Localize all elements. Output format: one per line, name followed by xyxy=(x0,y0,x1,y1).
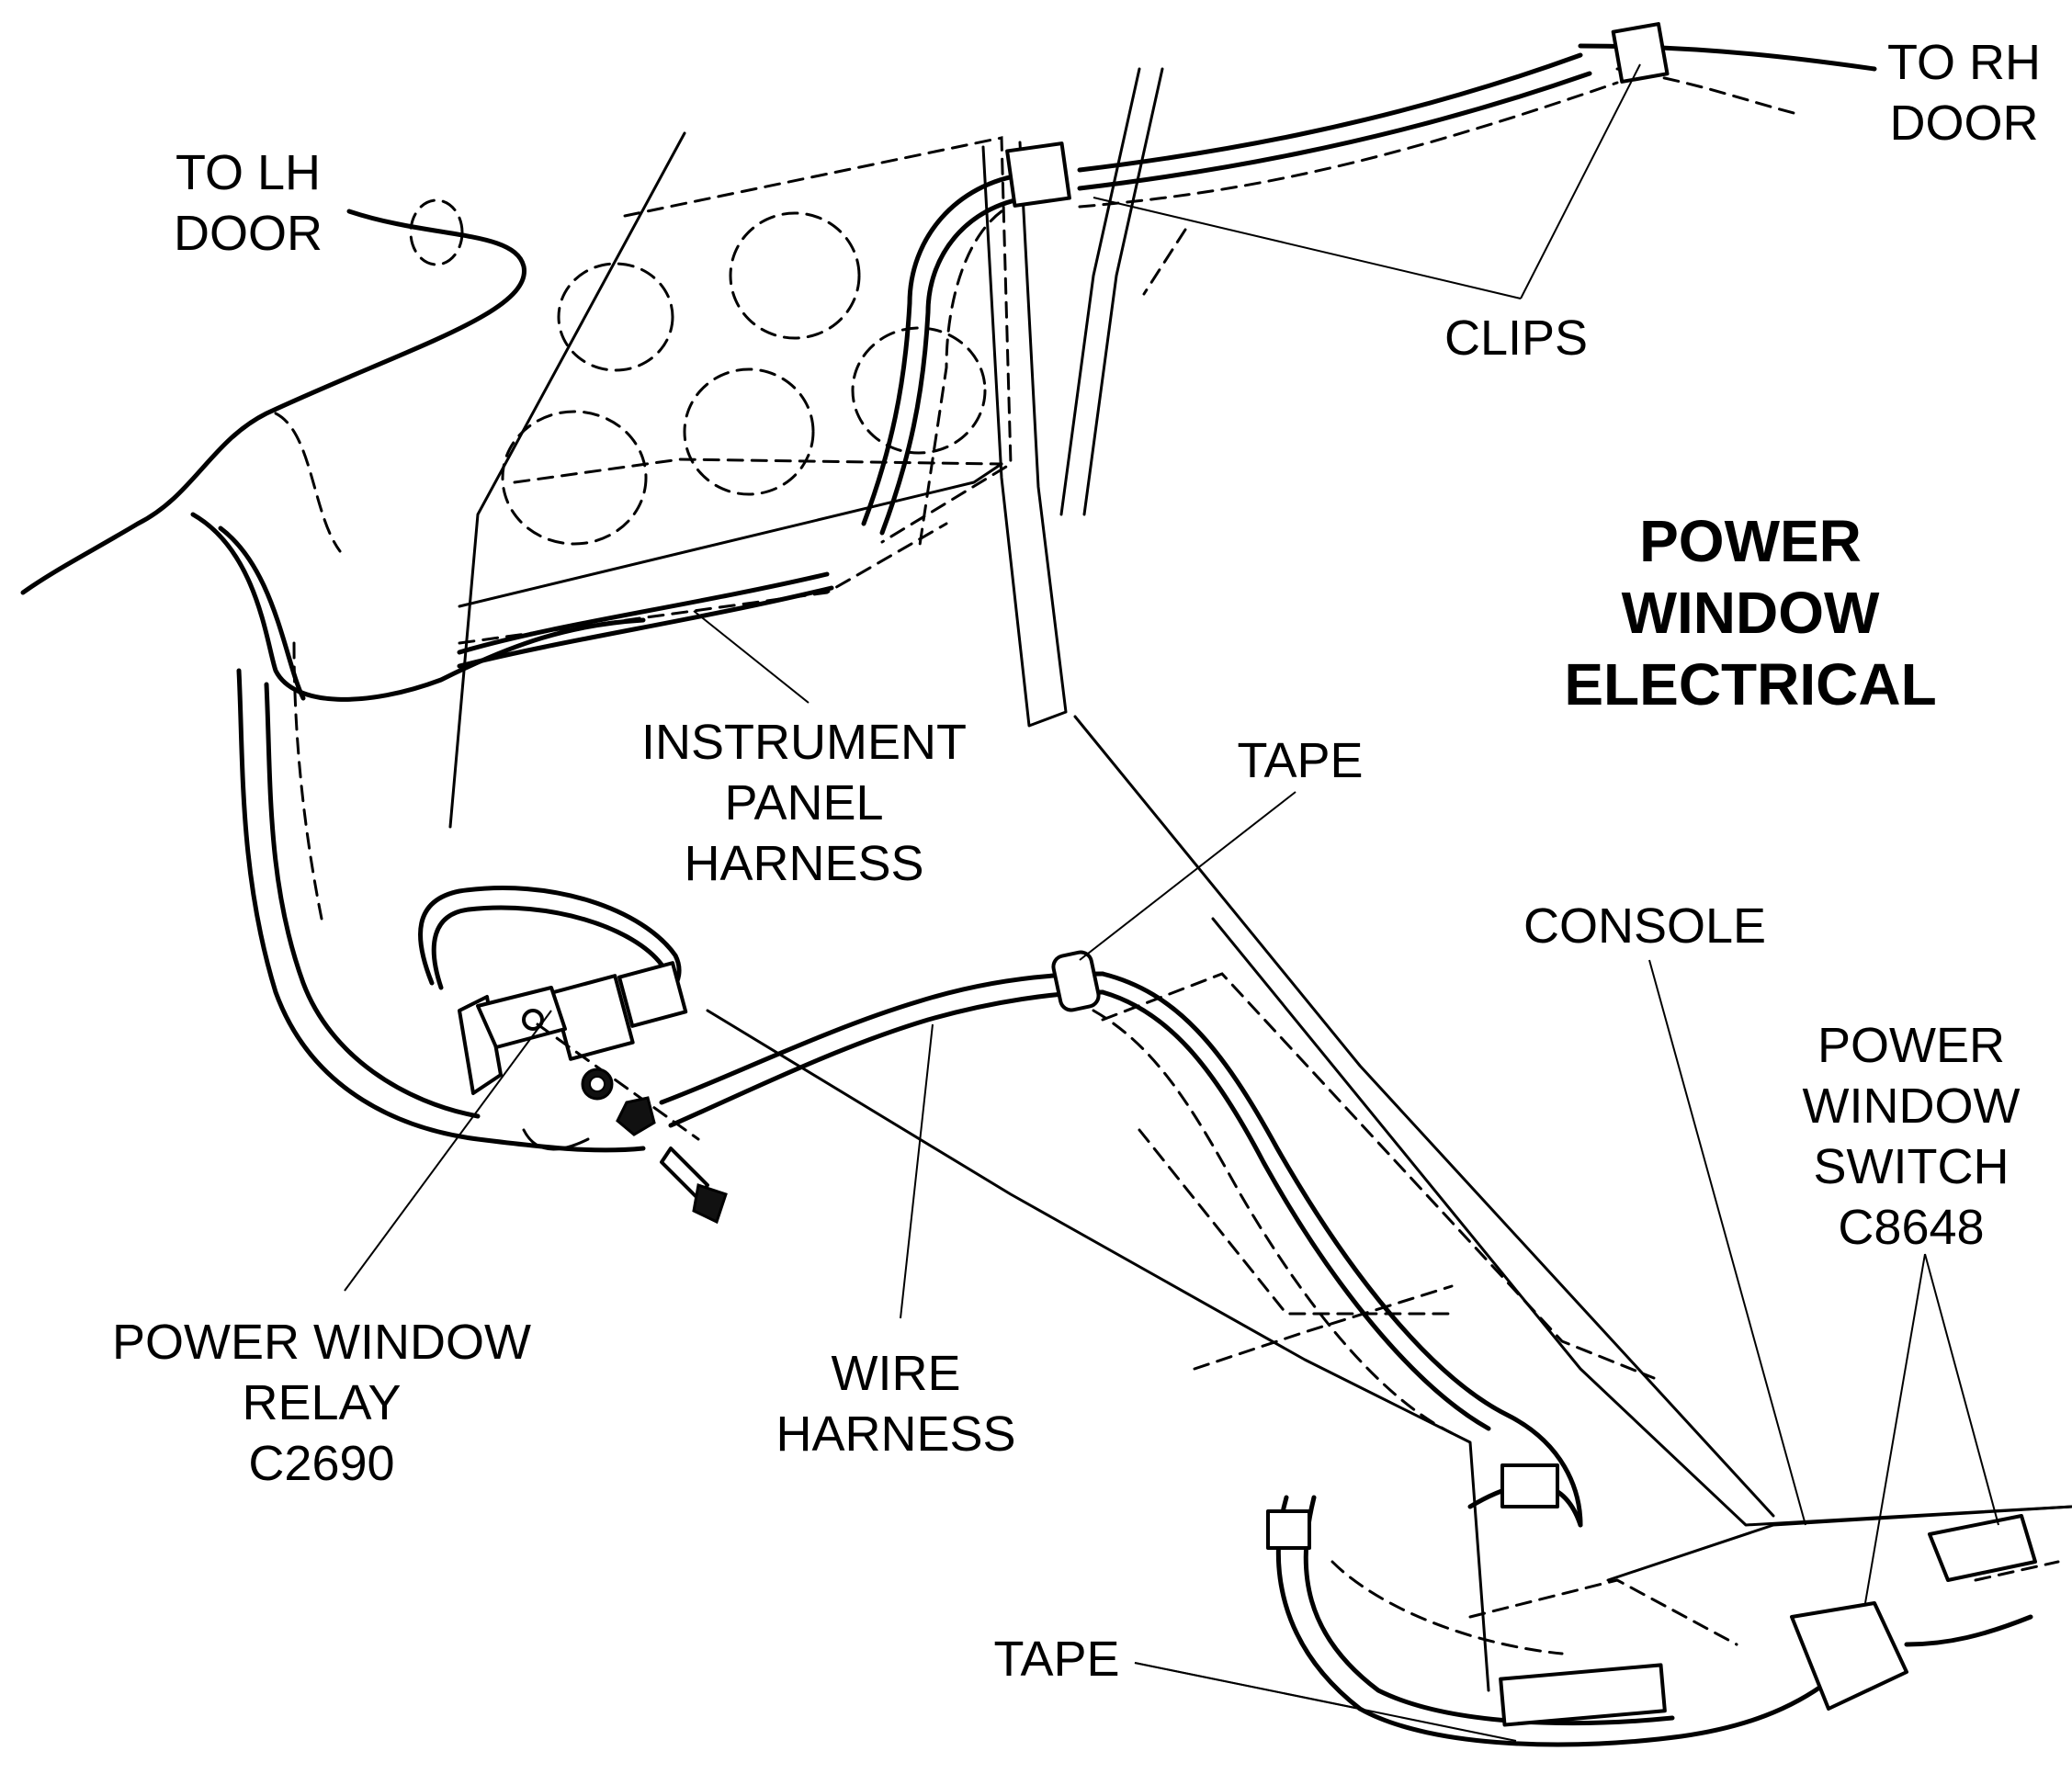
leader-lines xyxy=(344,63,1999,1742)
label-clips: CLIPS xyxy=(1444,311,1589,366)
label-power-window-relay: POWER WINDOW RELAY C2690 xyxy=(112,1315,531,1491)
instrument-panel-harness-run xyxy=(457,571,834,669)
harness-clips xyxy=(1005,22,1670,1550)
main-wire-harness xyxy=(659,971,1831,1747)
rh-door-harness xyxy=(861,43,1877,553)
title-line-3: ELECTRICAL xyxy=(1564,651,1937,717)
label-instrument-panel-harness: INSTRUMENT PANEL HARNESS xyxy=(641,715,967,891)
label-console: CONSOLE xyxy=(1523,898,1767,954)
label-to-lh-door: TO LH DOOR xyxy=(174,145,323,261)
lh-door-harness xyxy=(20,198,646,1153)
label-power-window-switch: POWER WINDOW SWITCH C8648 xyxy=(1802,1018,2021,1255)
instrument-panel xyxy=(448,67,1164,829)
power-window-switch-connectors xyxy=(1790,1514,2060,1711)
tape-wraps xyxy=(1051,950,1667,1727)
power-window-relay-assembly xyxy=(418,886,728,1225)
label-tape-lower: TAPE xyxy=(993,1632,1120,1687)
diagram-title: POWER WINDOW ELECTRICAL xyxy=(1534,505,1966,720)
label-wire-harness: WIRE HARNESS xyxy=(776,1346,1016,1462)
console-body xyxy=(706,715,2072,1692)
label-tape-upper: TAPE xyxy=(1237,733,1364,788)
gauge-openings xyxy=(501,211,987,546)
title-line-2: WINDOW xyxy=(1621,580,1880,646)
label-to-rh-door: TO RH DOOR xyxy=(1886,35,2041,151)
title-line-1: POWER xyxy=(1639,508,1862,574)
